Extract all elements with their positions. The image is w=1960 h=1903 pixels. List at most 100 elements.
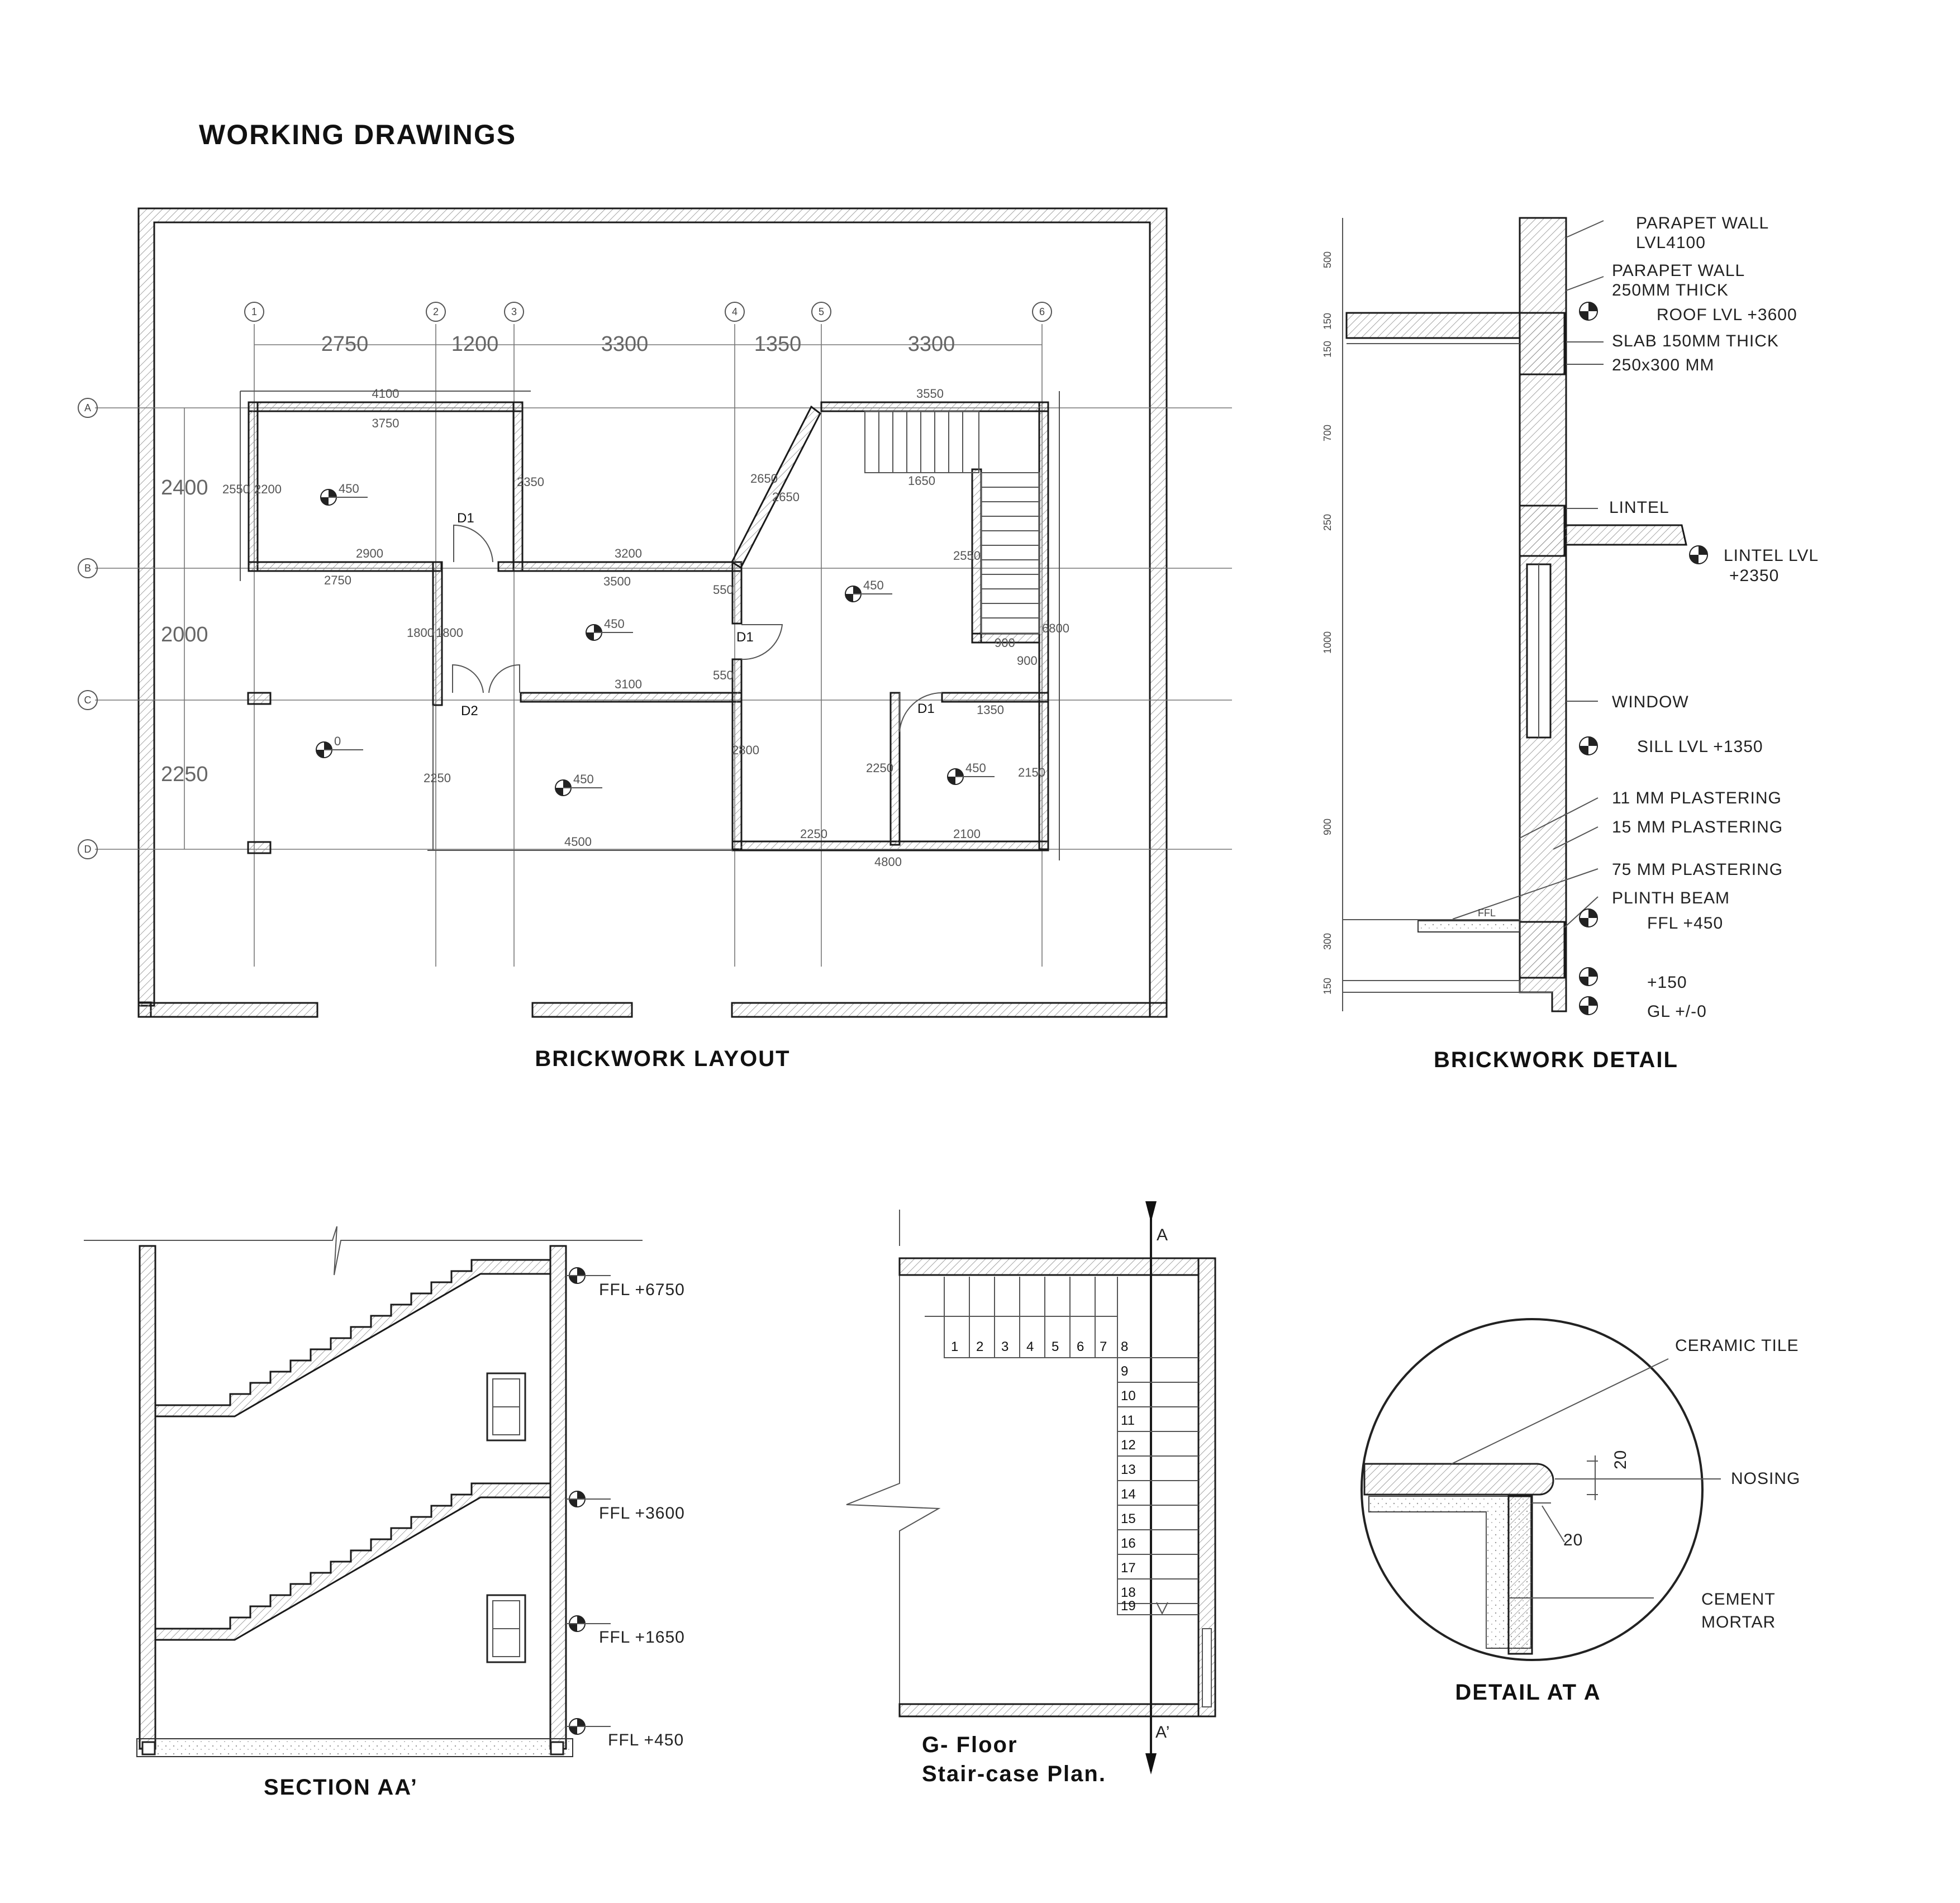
dim: 550: [713, 583, 734, 597]
dim: 1650: [908, 474, 935, 488]
grid-column-4: 4: [732, 306, 738, 317]
col-spacing-1: 2750: [321, 332, 369, 356]
step-number: 15: [1121, 1511, 1136, 1526]
cut-mark-a-prime: A’: [1155, 1723, 1170, 1742]
label-cement: CEMENT: [1701, 1590, 1776, 1609]
dim: 3200: [615, 546, 642, 560]
dim: 4500: [564, 835, 592, 849]
grid-column-2: 2: [433, 306, 439, 317]
section-level-450: FFL +450: [608, 1731, 684, 1749]
detail-a-caption: DETAIL AT A: [1455, 1680, 1601, 1705]
section-level-6750: FFL +6750: [599, 1281, 685, 1299]
brickwork-detail: 500 150 150 700 250 1000 900 300 150 FFL…: [1322, 214, 1818, 1072]
side-dim: 300: [1322, 933, 1333, 950]
grid-column-6: 6: [1039, 306, 1045, 317]
step-number: 3: [1001, 1339, 1008, 1354]
level-marker-3: 450: [863, 578, 884, 592]
label-ceramic-tile: CERAMIC TILE: [1675, 1336, 1799, 1355]
dim: 2750: [324, 573, 351, 587]
side-dim: 900: [1322, 819, 1333, 835]
brickwork-layout: 1 2 3 4 5 6 A B C D 2750 1200 3300: [78, 207, 1232, 1071]
dim: 2650: [750, 472, 778, 486]
step-number: 6: [1077, 1339, 1084, 1354]
col-spacing-3: 3300: [601, 332, 649, 356]
level-marker-5: 450: [965, 761, 986, 775]
label-slab: SLAB 150MM THICK: [1612, 332, 1779, 350]
dim: 1800: [407, 626, 434, 640]
label-parapet-lvl: LVL4100: [1636, 234, 1706, 252]
detail-at-a: 20 20 CERAMIC TILE NOSING CEMENT MORTAR …: [1360, 1318, 1800, 1705]
section-level-3600: FFL +3600: [599, 1504, 685, 1523]
dim: 2900: [356, 546, 383, 560]
step-number: 19: [1121, 1598, 1136, 1614]
dim: 2650: [772, 490, 800, 504]
label-parapet-thick: 250MM THICK: [1612, 281, 1729, 299]
dim: 550: [713, 668, 734, 682]
step-number: 13: [1121, 1462, 1136, 1477]
cut-mark-a: A: [1157, 1226, 1168, 1244]
step-number: 4: [1026, 1339, 1034, 1354]
label-lintel-lvl-value: +2350: [1729, 567, 1779, 585]
step-number: 17: [1121, 1561, 1136, 1576]
dim: 3750: [372, 416, 399, 430]
row-spacing-3: 2250: [161, 763, 208, 786]
row-spacing-2: 2000: [161, 623, 208, 646]
layout-walls: [240, 391, 1060, 860]
stair-plan-caption-line2: Stair-case Plan.: [922, 1762, 1106, 1786]
step-number: 10: [1121, 1388, 1136, 1404]
col-spacing-5: 3300: [908, 332, 955, 356]
layout-doors: D1 D1 D1 D2: [452, 511, 943, 732]
column-pad: [247, 841, 272, 854]
label-15mm-plaster: 15 MM PLASTERING: [1612, 818, 1783, 836]
level-marker-4: 450: [573, 772, 594, 786]
ffl-tag: FFL: [1478, 907, 1496, 919]
step-number: 2: [976, 1339, 983, 1354]
grid-row-b: B: [84, 563, 91, 574]
door-d1-label-3: D1: [917, 701, 935, 716]
grid-spacing-dims: 2750 1200 3300 1350 3300 2400 2000 2250: [161, 332, 955, 786]
dim: 2100: [953, 827, 981, 841]
detail-caption: BRICKWORK DETAIL: [1434, 1048, 1678, 1072]
step-number: 5: [1052, 1339, 1059, 1354]
section-level-1650: FFL +1650: [599, 1628, 685, 1647]
step-number: 12: [1121, 1438, 1136, 1453]
sheet-title: WORKING DRAWINGS: [199, 119, 516, 150]
dim: 2150: [1018, 765, 1045, 779]
dim: 3500: [603, 574, 631, 588]
section-aa: FFL +6750 FFL +3600 FFL +1650 FFL +450 S…: [84, 1226, 685, 1800]
label-window: WINDOW: [1612, 693, 1689, 711]
dim: 3100: [615, 677, 642, 691]
dim: 2250: [800, 827, 827, 841]
level-marker-1: 450: [339, 482, 359, 496]
step-number: 11: [1121, 1413, 1135, 1428]
col-spacing-2: 1200: [451, 332, 499, 356]
label-plinth-beam: PLINTH BEAM: [1612, 889, 1730, 907]
column-pad: [247, 692, 272, 705]
step-number: 18: [1121, 1585, 1136, 1600]
dim: 4800: [874, 855, 902, 869]
step-number: 16: [1121, 1536, 1136, 1551]
stair-case-plan: A A’ 1 2 3 4 5 6 7 8 9 1: [846, 1201, 1216, 1786]
side-dim: 150: [1322, 978, 1333, 995]
grid-lines: [95, 324, 1232, 967]
detail-dim-horizontal: 20: [1563, 1531, 1583, 1549]
side-dim: 1000: [1322, 631, 1333, 654]
label-11mm-plaster: 11 MM PLASTERING: [1612, 789, 1782, 807]
dim: 2800: [732, 743, 759, 757]
row-spacing-1: 2400: [161, 476, 208, 499]
label-sill-lvl: SILL LVL +1350: [1637, 738, 1763, 756]
dim: 2350: [517, 475, 544, 489]
grid-column-5: 5: [819, 306, 824, 317]
dim: 900: [1017, 654, 1038, 668]
step-number: 7: [1100, 1339, 1107, 1354]
door-d2-label: D2: [461, 703, 478, 719]
level-marker-2: 450: [604, 617, 625, 631]
dim: 4100: [372, 387, 399, 401]
grid-column-bubbles: 1 2 3 4 5 6: [244, 302, 1052, 322]
section-level-markers: FFL +6750 FFL +3600 FFL +1650 FFL +450: [566, 1267, 685, 1749]
level-marker-6: 0: [334, 734, 341, 748]
layout-caption: BRICKWORK LAYOUT: [535, 1046, 790, 1071]
step-number: 14: [1121, 1487, 1136, 1502]
detail-dim-vertical: 20: [1611, 1450, 1630, 1469]
